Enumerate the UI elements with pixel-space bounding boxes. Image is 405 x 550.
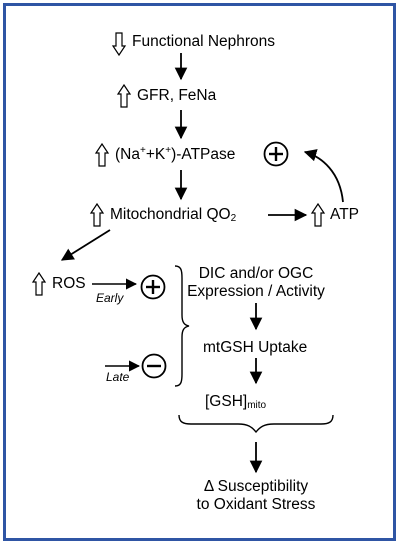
vertical-brace [174,265,190,387]
horizontal-brace [178,414,334,434]
ros-label: ROS [52,275,86,292]
hollow-up-arrow-icon [116,83,132,108]
early-label: Early [96,291,124,305]
gfr-fena-label: GFR, FeNa [137,87,217,104]
arrow-mito-to-ros [60,229,111,261]
susceptibility-label: Δ Susceptibility to Oxidant Stress [196,478,316,513]
diagram-frame [3,3,396,541]
hollow-up-arrow-icon [94,142,110,167]
circled-minus-icon [141,353,167,379]
atpase-label: (Na++K+)-ATPase [115,145,236,164]
circled-plus-icon [140,274,166,300]
hollow-up-arrow-icon [31,271,47,296]
arrow-atp-to-atpase-curve [303,149,344,203]
mitochondrial-qo2-label: Mitochondrial QO2 [110,206,237,224]
hollow-up-arrow-icon [310,202,326,227]
atp-label: ATP [330,206,359,223]
hollow-up-arrow-icon [89,202,105,227]
mtgsh-uptake-label: mtGSH Uptake [203,339,308,356]
hollow-down-arrow-icon [111,32,127,57]
circled-plus-icon [263,141,289,167]
dic-ogc-label: DIC and/or OGC Expression / Activity [187,265,325,300]
late-label: Late [106,370,130,384]
functional-nephrons-label: Functional Nephrons [132,33,276,50]
gsh-mito-label: [GSH]mito [205,393,267,411]
